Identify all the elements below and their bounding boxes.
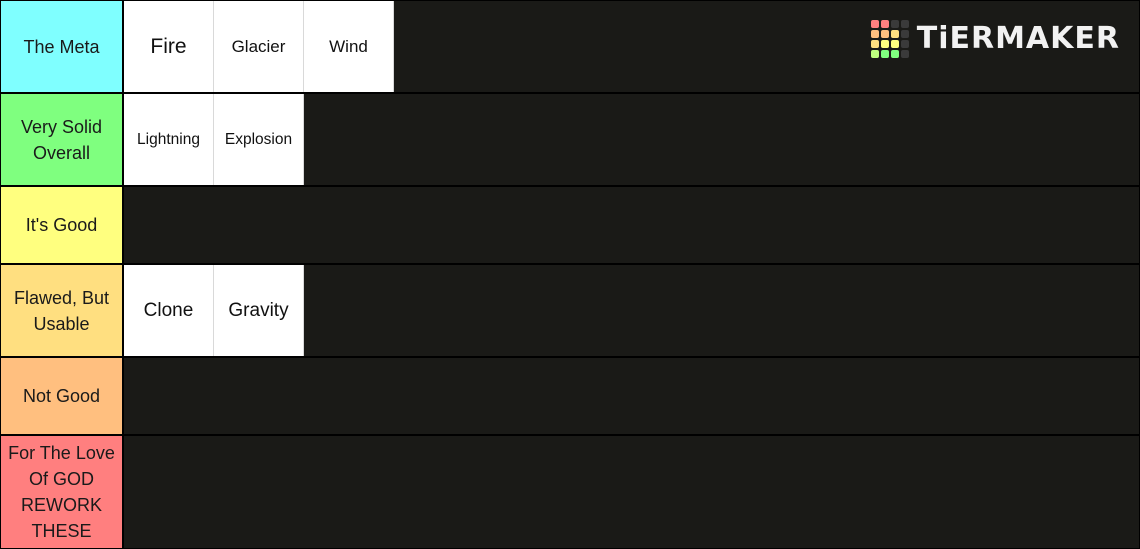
tier-items[interactable]: Lightning Explosion	[124, 94, 1139, 185]
tier-label-line: Not Good	[22, 386, 101, 406]
logo-grid-cell	[870, 50, 879, 58]
tier-row-flawed-but-usable: Flawed, But Usable Clone Gravity	[1, 265, 1139, 356]
logo-grid-cell	[870, 30, 879, 38]
logo-grid-cell	[880, 20, 889, 28]
tier-label-line: The Meta	[23, 36, 100, 57]
logo-grid-cell	[870, 40, 879, 48]
tier-label[interactable]: For The Love Of GOD REWORK THESE	[1, 436, 124, 548]
tier-item-lightning[interactable]: Lightning	[124, 94, 214, 185]
tier-item-wind[interactable]: Wind	[304, 1, 394, 92]
tier-label[interactable]: It's Good	[1, 187, 124, 263]
tier-item-glacier[interactable]: Glacier	[214, 1, 304, 92]
logo-wordmark: TiERMAKER	[916, 21, 1120, 56]
tier-items[interactable]: Fire Glacier Wind	[124, 1, 1139, 92]
tier-item-gravity[interactable]: Gravity	[214, 265, 304, 356]
tiermaker-logo[interactable]: TiERMAKER	[870, 19, 1120, 59]
tier-label-line: REWORK	[20, 495, 102, 515]
tier-label[interactable]: Not Good	[1, 358, 124, 434]
tier-items[interactable]	[124, 436, 1139, 548]
tier-label-line: THESE	[31, 521, 92, 541]
logo-grid-cell	[870, 20, 879, 28]
logo-grid-cell	[900, 50, 909, 58]
tier-row-very-solid: Very Solid Overall Lightning Explosion	[1, 94, 1139, 185]
tier-label-line: Flawed, But	[13, 287, 110, 308]
tier-items[interactable]	[124, 358, 1139, 434]
logo-grid-cell	[880, 40, 889, 48]
tier-label-line: Very Solid	[20, 116, 103, 137]
logo-grid-cell	[880, 50, 889, 58]
tier-label-line: Overall	[32, 142, 90, 163]
tier-row-the-meta: The Meta Fire Glacier Wind	[1, 1, 1139, 92]
logo-grid-cell	[890, 20, 899, 28]
logo-grid-cell	[900, 20, 909, 28]
tier-label-line: It's Good	[25, 215, 98, 235]
tier-row-its-good: It's Good	[1, 187, 1139, 263]
tier-label[interactable]: The Meta	[1, 1, 124, 92]
tier-items[interactable]: Clone Gravity	[124, 265, 1139, 356]
logo-grid-cell	[890, 50, 899, 58]
tier-label-line: Of GOD	[28, 469, 94, 489]
logo-grid-cell	[900, 40, 909, 48]
logo-grid-cell	[890, 30, 899, 38]
tier-label-line: For The Love	[8, 443, 115, 463]
tier-label[interactable]: Flawed, But Usable	[1, 265, 124, 356]
logo-grid-cell	[890, 40, 899, 48]
logo-grid-cell	[880, 30, 889, 38]
tier-row-not-good: Not Good	[1, 358, 1139, 434]
tier-item-explosion[interactable]: Explosion	[214, 94, 304, 185]
tier-row-rework: For The Love Of GOD REWORK THESE	[1, 436, 1139, 548]
tiermaker-grid-icon	[870, 20, 909, 58]
tier-item-fire[interactable]: Fire	[124, 1, 214, 92]
tier-item-clone[interactable]: Clone	[124, 265, 214, 356]
tier-items[interactable]	[124, 187, 1139, 263]
tier-label-line: Usable	[33, 313, 90, 334]
tier-label[interactable]: Very Solid Overall	[1, 94, 124, 185]
logo-grid-cell	[900, 30, 909, 38]
